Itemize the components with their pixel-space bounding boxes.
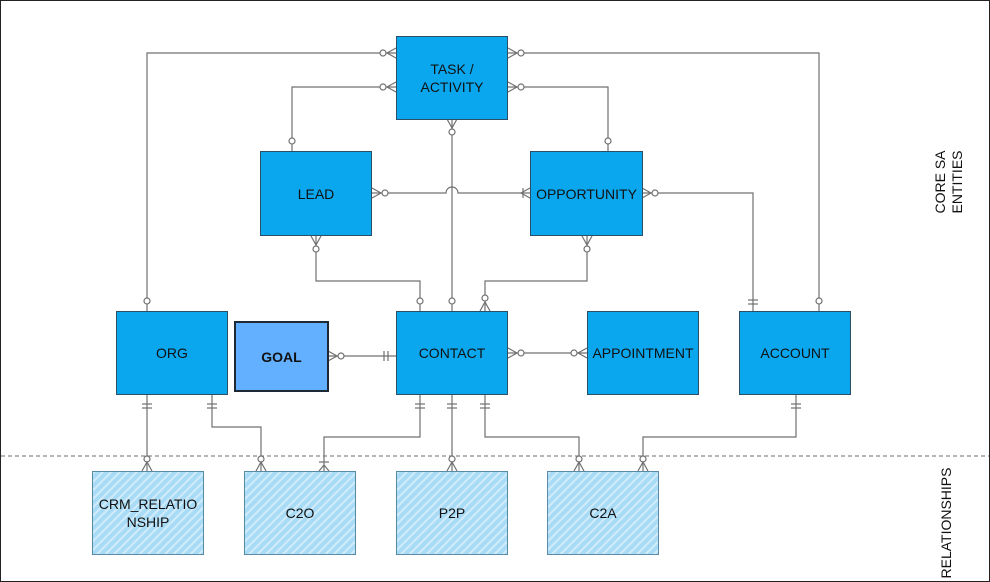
lead-task-connector (291, 86, 396, 151)
entity-contact: CONTACT (396, 311, 508, 395)
contact-c2o-connector (323, 395, 421, 471)
contact-c2a-connector (484, 395, 580, 471)
entity-opportunity: OPPORTUNITY (530, 151, 643, 236)
entity-lead: LEAD (260, 151, 372, 236)
section-label-relationships: RELATIONSHIPS (938, 467, 954, 579)
account-task-connector (508, 52, 820, 311)
entity-appointment: APPOINTMENT (587, 311, 699, 395)
entity-account: ACCOUNT (739, 311, 851, 395)
entity-goal: GOAL (234, 321, 329, 392)
opportunity-account-connector (642, 192, 754, 311)
opportunity-task-connector (508, 86, 609, 151)
lead-opportunity-connector (372, 186, 530, 194)
relationship-p2p: P2P (396, 471, 508, 555)
account-c2a-connector (642, 395, 797, 471)
entity-org: ORG (116, 311, 228, 395)
lead-contact-connector (315, 236, 421, 311)
opportunity-contact-connector (484, 236, 588, 311)
org-task-connector (146, 52, 396, 311)
relationship-c2a: C2A (547, 471, 659, 555)
relationship-crm-relationship: CRM_RELATIO NSHIP (92, 471, 204, 555)
org-c2o-connector (211, 395, 262, 471)
entity-task-activity: TASK / ACTIVITY (396, 36, 508, 120)
section-label-core: CORE SA ENTITIES (932, 150, 965, 214)
relationship-c2o: C2O (244, 471, 356, 555)
